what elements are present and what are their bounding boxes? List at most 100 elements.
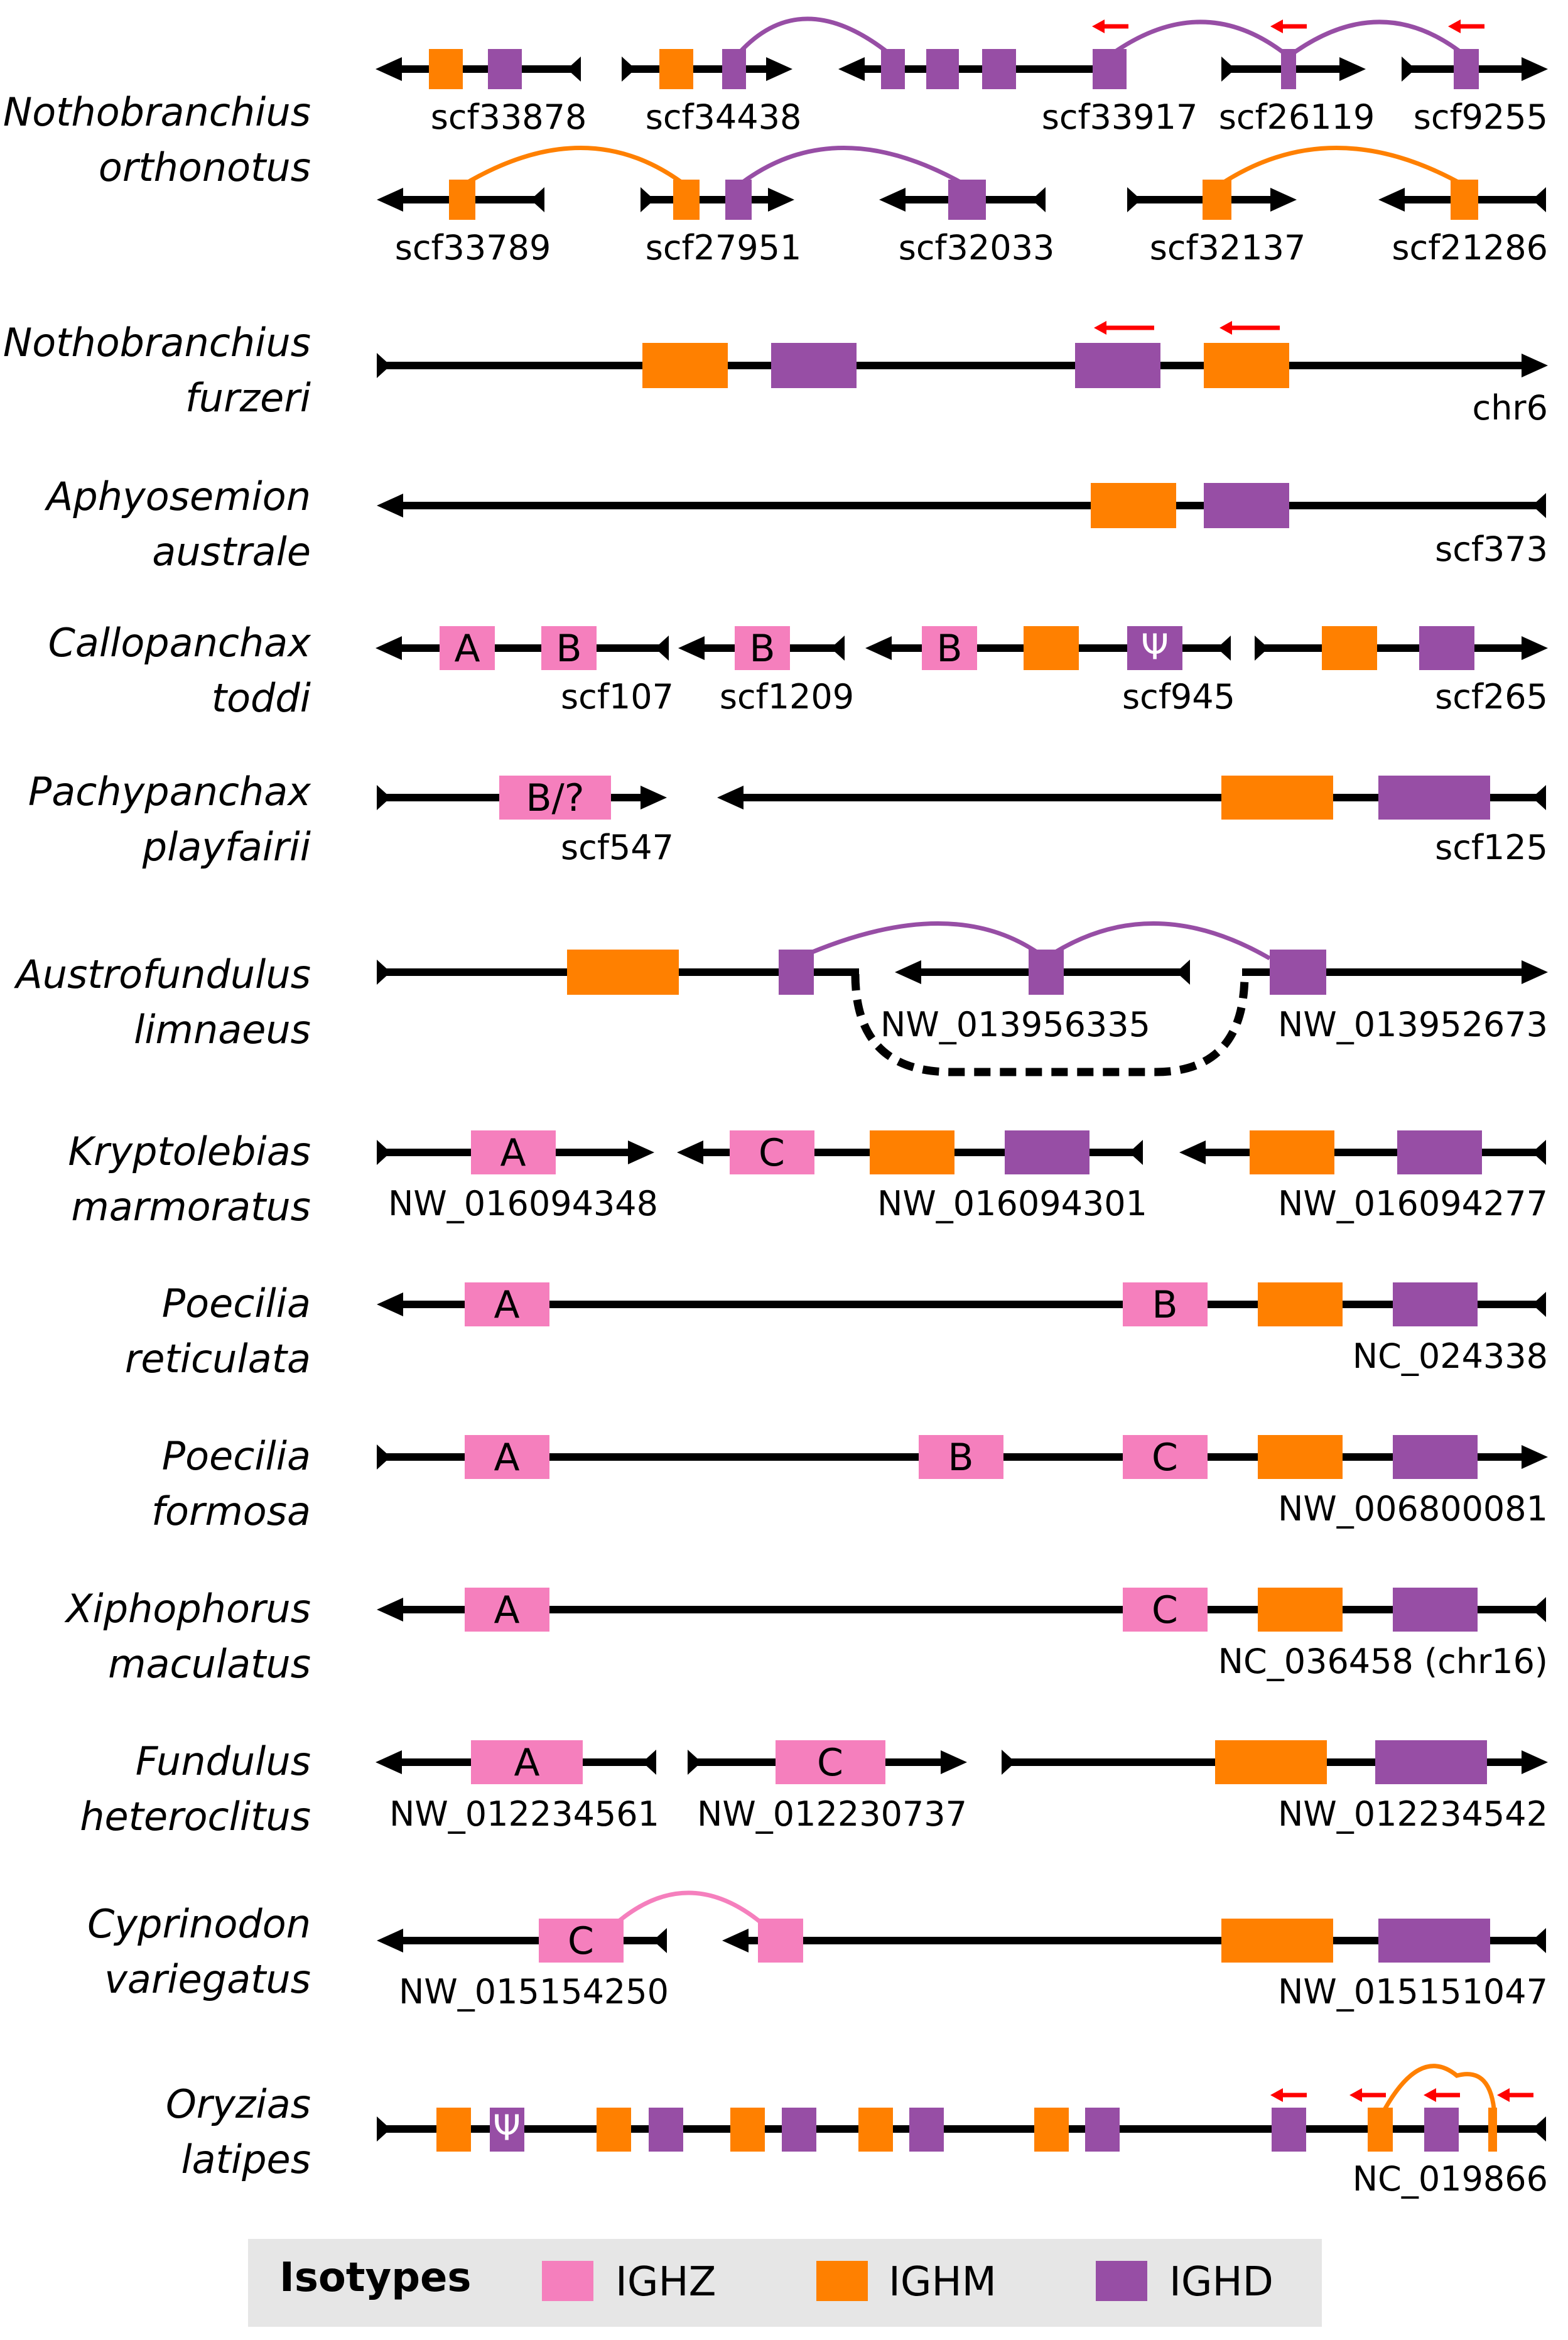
gene-ighd (722, 49, 746, 89)
gene-letter: A (494, 1283, 519, 1327)
gene-ighd (1393, 1435, 1478, 1479)
gene-ighd (1393, 1588, 1478, 1632)
scaffold-end-icon (1532, 187, 1546, 212)
inversion-arrow-head-icon (1270, 2088, 1283, 2102)
species-epithet-label: formosa (151, 1488, 311, 1534)
scaffold-end-icon (1532, 2116, 1546, 2142)
gene-letter: B/? (526, 776, 584, 820)
inversion-arrow-head-icon (1094, 321, 1106, 335)
scaffold-label: NW_015154250 (399, 1972, 669, 2012)
gene-blocks (429, 49, 1497, 2152)
arc-ighm-link (1379, 2064, 1497, 2116)
scaffold-backbone (1179, 1140, 1546, 1165)
arrowhead-left-icon (377, 1929, 403, 1953)
inversion-arrow-head-icon (1448, 19, 1461, 33)
gene-ighm (1215, 1740, 1327, 1784)
scaffold-end-icon (655, 636, 669, 661)
arrowhead-left-icon (1179, 1140, 1206, 1164)
gene-ighd (1419, 626, 1474, 670)
gene-letter: A (494, 1588, 519, 1632)
gene-letter: C (817, 1741, 843, 1785)
arc-ighd-link (796, 921, 1047, 961)
gene-ighd (1005, 1130, 1089, 1174)
scaffold-backbone (376, 57, 581, 82)
scaffold-end-icon (1532, 493, 1546, 518)
inversion-arrow-head-icon (1497, 2088, 1510, 2102)
arrowhead-right-icon (1522, 354, 1548, 377)
gene-ighm (436, 2108, 471, 2152)
arrowhead-left-icon (1378, 188, 1405, 212)
gene-ighz (541, 626, 597, 670)
scaffold-end-icon (1532, 1597, 1546, 1622)
scaffold-label: scf26119 (1219, 97, 1375, 137)
inversion-arrow-head-icon (1219, 321, 1232, 335)
legend-swatch-ighz (542, 2261, 593, 2301)
scaffold-label: NW_015151047 (1278, 1972, 1548, 2012)
arrowhead-left-icon (376, 1750, 402, 1774)
arrowhead-right-icon (1270, 188, 1297, 212)
gene-ighd (1393, 1282, 1478, 1326)
scaffold-label: scf33917 (1042, 97, 1198, 137)
scaffold-label: scf373 (1435, 529, 1548, 569)
arc-ighz-link (610, 1890, 768, 1929)
scaffold-end-icon (642, 1750, 656, 1775)
gene-ighz (499, 776, 611, 820)
scaffold-label: scf33878 (431, 97, 587, 137)
scaffold-labels: scf33878 scf34438 scf33917 scf26119 scf9… (388, 97, 1548, 2199)
gene-ighm (673, 180, 700, 220)
gene-letter: C (1152, 1436, 1178, 1480)
arc-ighd-link (734, 16, 895, 58)
scaffold-end-icon (831, 636, 845, 661)
arrowhead-left-icon (376, 636, 402, 660)
species-epithet-label: heteroclitus (80, 1794, 311, 1839)
gene-ighd (1093, 49, 1127, 89)
gene-ighm (597, 2108, 631, 2152)
gene-ighd (1029, 950, 1064, 995)
species-epithet-label: reticulata (125, 1336, 311, 1382)
scaffold-end-icon (653, 1928, 667, 1953)
species-genus-label: Fundulus (136, 1738, 311, 1784)
scaffold-label: chr6 (1473, 388, 1548, 428)
gene-ighm (449, 180, 475, 220)
species-genus-label: Poecilia (162, 1433, 311, 1479)
scaffold-label: NW_012234542 (1278, 1794, 1548, 1834)
scaffold-label: scf125 (1435, 828, 1548, 867)
inversion-arrow-icon (1094, 321, 1154, 335)
inversion-arrow-icon (1219, 321, 1280, 335)
arrowhead-right-icon (641, 786, 667, 810)
legend-swatch-ighm (816, 2261, 868, 2301)
gene-letter: A (454, 627, 480, 671)
gene-ighm (858, 2108, 893, 2152)
scaffold-backbone (377, 1292, 1546, 1317)
scaffold-label: NW_012234561 (389, 1794, 659, 1834)
inversion-arrow-head-icon (1270, 19, 1283, 33)
arc-ighd-link (1287, 19, 1468, 58)
scaffold-label: scf21286 (1392, 228, 1548, 268)
species-labels: Nothobranchius orthonotus Nothobranchius… (3, 89, 311, 2182)
scaffold-end-icon (622, 57, 635, 82)
gene-ighd (1272, 2108, 1306, 2152)
gene-ighd (1378, 776, 1490, 820)
scaffold-label: NW_013956335 (880, 1005, 1150, 1044)
gene-ighz (730, 1130, 814, 1174)
scaffold-end-icon (641, 187, 654, 212)
pseudogene-psi-label: Ψ (1141, 627, 1169, 668)
scaffold-label: NW_013952673 (1278, 1005, 1548, 1044)
gene-letter: B (948, 1436, 973, 1480)
scaffold-backbone (838, 57, 1106, 82)
isotype-legend: Isotypes IGHZ IGHM IGHD (248, 2239, 1322, 2327)
scaffold-end-icon (688, 1750, 701, 1775)
legend-label-ighd: IGHD (1169, 2259, 1273, 2305)
species-genus-label: Xiphophorus (64, 1586, 311, 1632)
inversion-arrow-icon (1270, 19, 1307, 33)
species-epithet-label: maculatus (108, 1641, 311, 1687)
arrowhead-left-icon (879, 188, 906, 212)
arrowhead-right-icon (1339, 57, 1366, 81)
arc-ighd-link (1044, 921, 1271, 961)
inversion-arrow-icon (1092, 19, 1128, 33)
species-genus-label: Pachypanchax (28, 769, 311, 815)
gene-ighz (776, 1740, 885, 1784)
gene-ighz (465, 1588, 549, 1632)
gene-ighm (1258, 1588, 1343, 1632)
